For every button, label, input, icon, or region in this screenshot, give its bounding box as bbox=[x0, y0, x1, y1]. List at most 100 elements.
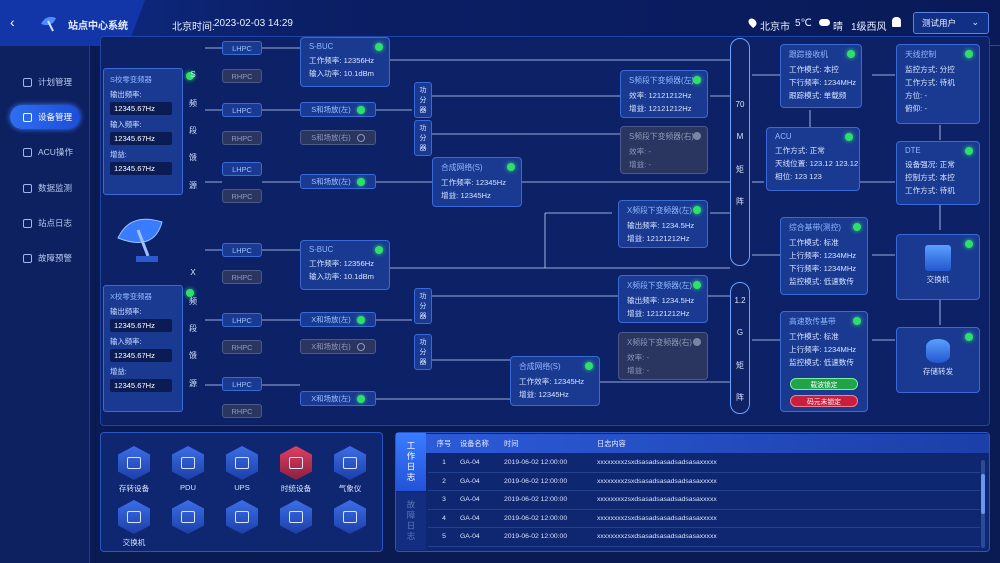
splitter-box[interactable]: 功分器 bbox=[414, 334, 432, 370]
user-dropdown[interactable]: 测试用户 ⌄ bbox=[913, 12, 989, 34]
s-amp-right[interactable]: S和场放(右) bbox=[300, 130, 376, 145]
card-title: X频段下变频器(左) bbox=[627, 281, 692, 290]
device-tile[interactable]: PDU bbox=[164, 446, 212, 492]
wind: 1级西风 bbox=[851, 22, 887, 33]
sidebar-item-1[interactable]: 设备管理 bbox=[10, 105, 80, 129]
device-icon bbox=[23, 112, 32, 122]
splitter-box[interactable]: 功分器 bbox=[414, 82, 432, 118]
x-buc-card[interactable]: S-BUC 工作频率: 12356Hz 输入功率: 10.1dBm bbox=[300, 240, 390, 290]
s-combine-card[interactable]: 合成网络(S) 工作频率: 12345Hz 增益: 12345Hz bbox=[432, 157, 522, 207]
value: 123.12 123.12 bbox=[809, 159, 859, 168]
status-dot bbox=[965, 240, 973, 248]
sidebar-item-5[interactable]: 故障预警 bbox=[10, 246, 80, 270]
log-scrollbar-thumb[interactable] bbox=[981, 474, 985, 514]
matrix-1-2g[interactable] bbox=[730, 282, 750, 414]
storage-label: 存储转发 bbox=[922, 367, 954, 376]
lhpc-box[interactable]: LHPC bbox=[222, 41, 262, 55]
value: - bbox=[924, 104, 927, 113]
label: 上行频率: bbox=[789, 345, 822, 354]
x-amp-left[interactable]: X和场放(左) bbox=[300, 312, 376, 327]
status-dot bbox=[845, 133, 853, 141]
device-tile[interactable] bbox=[218, 500, 266, 537]
device-tile[interactable]: 交换机 bbox=[110, 500, 158, 548]
rhpc-box[interactable]: RHPC bbox=[222, 404, 262, 418]
value: 本控 bbox=[939, 173, 955, 182]
value: 1234MHz bbox=[823, 251, 857, 260]
x-down-right-card[interactable]: X频段下变频器(右) 效率: - 增益: - bbox=[618, 332, 708, 380]
status-dot bbox=[356, 133, 365, 142]
storage-card[interactable]: 存储转发 bbox=[896, 327, 980, 393]
device-tile[interactable]: UPS bbox=[218, 446, 266, 492]
card-title: DTE bbox=[905, 146, 921, 155]
rhpc-box[interactable]: RHPC bbox=[222, 340, 262, 354]
antenna-control-card[interactable]: 天线控制 监控方式: 分控 工作方式: 待机 方位: - 俯仰: - bbox=[896, 44, 980, 124]
s-amp-left[interactable]: S和场放(左) bbox=[300, 102, 376, 117]
feed-char: 馈 bbox=[189, 153, 197, 162]
back-icon[interactable]: ‹ bbox=[10, 14, 15, 30]
bell-icon[interactable] bbox=[892, 17, 901, 27]
table-cell: 2019-06-02 12:00:00 bbox=[504, 459, 568, 467]
dte-card[interactable]: DTE 设备强况: 正常 控制方式: 本控 工作方式: 待机 bbox=[896, 141, 980, 205]
lhpc-box[interactable]: LHPC bbox=[222, 377, 262, 391]
label: 工作模式: bbox=[789, 238, 822, 247]
x-amp-right[interactable]: X和场放(右) bbox=[300, 339, 376, 354]
combo-baseband-card[interactable]: 综合基带(测控) 工作模式: 标准 上行频率: 1234MHz 下行频率: 12… bbox=[780, 217, 868, 295]
device-tile[interactable]: 时统设备 bbox=[272, 446, 320, 494]
feed-char: 段 bbox=[189, 126, 197, 135]
matrix-char: 矩 bbox=[736, 361, 744, 370]
device-tile[interactable] bbox=[164, 500, 212, 537]
x-cal-label-1: 输出频率: bbox=[110, 307, 142, 316]
lhpc-box[interactable]: LHPC bbox=[222, 162, 262, 176]
x-combine-card[interactable]: 合成网络(S) 工作效率: 12345Hz 增益: 12345Hz bbox=[510, 356, 600, 406]
s-down-left-card[interactable]: S频段下变频器(左) 效率: 12121212Hz 增益: 12121212Hz bbox=[620, 70, 708, 118]
s-down-right-card[interactable]: S频段下变频器(右) 效率: - 增益: - bbox=[620, 126, 708, 174]
label: 天线位置: bbox=[775, 159, 808, 168]
device-tile[interactable] bbox=[272, 500, 320, 537]
rhpc-box[interactable]: RHPC bbox=[222, 270, 262, 284]
s-buc-card[interactable]: S-BUC 工作频率: 12356Hz 输入功率: 10.1dBm bbox=[300, 37, 390, 87]
table-cell: 2019-06-02 12:00:00 bbox=[504, 477, 568, 485]
label: 下行频率: bbox=[789, 264, 822, 273]
sidebar bbox=[0, 46, 90, 563]
x-down-left-card-2[interactable]: X频段下变频器(左) 输出频率: 1234.5Hz 增益: 12121212Hz bbox=[618, 275, 708, 323]
table-cell: GA-04 bbox=[460, 514, 480, 522]
tracking-receiver-card[interactable]: 跟踪接收机 工作模式: 本控 下行频率: 1234MHz 跟踪模式: 单载频 bbox=[780, 44, 862, 108]
feed-char: 段 bbox=[189, 324, 197, 333]
device-tile[interactable]: 存转设备 bbox=[110, 446, 158, 494]
rhpc-box[interactable]: RHPC bbox=[222, 69, 262, 83]
sidebar-item-4[interactable]: 站点日志 bbox=[10, 211, 80, 235]
sidebar-item-3[interactable]: 数据监测 bbox=[10, 176, 80, 200]
rhpc-box[interactable]: RHPC bbox=[222, 189, 262, 203]
status-dot bbox=[356, 315, 365, 324]
device-tile[interactable]: 气象仪 bbox=[326, 446, 374, 494]
lhpc-box[interactable]: LHPC bbox=[222, 103, 262, 117]
x-down-left-card[interactable]: X频段下变频器(左) 输出频率: 1234.5Hz 增益: 12121212Hz bbox=[618, 200, 708, 248]
char: 分 bbox=[419, 349, 427, 356]
sidebar-item-2[interactable]: ACU操作 bbox=[10, 140, 80, 164]
lhpc-box[interactable]: LHPC bbox=[222, 313, 262, 327]
label: 工作频率: bbox=[309, 259, 342, 268]
x-amp-left-2[interactable]: X和场放(左) bbox=[300, 391, 376, 406]
value: 标准 bbox=[823, 238, 839, 247]
device-tile[interactable] bbox=[326, 500, 374, 537]
label: 工作方式: bbox=[905, 186, 938, 195]
s-amp-left-2[interactable]: S和场放(左) bbox=[300, 174, 376, 189]
label: S和场放(左) bbox=[311, 177, 351, 186]
switch-card[interactable]: 交换机 bbox=[896, 234, 980, 300]
acu-card[interactable]: ACU 工作方式: 正常 天线位置: 123.12 123.12 相位: 123… bbox=[766, 127, 860, 191]
label: 增益: bbox=[627, 234, 645, 243]
sidebar-item-0[interactable]: 计划管理 bbox=[10, 70, 80, 94]
matrix-70m[interactable] bbox=[730, 38, 750, 266]
tab-work-log[interactable]: 工作日志 bbox=[396, 433, 426, 491]
lhpc-box[interactable]: LHPC bbox=[222, 243, 262, 257]
splitter-box[interactable]: 功分器 bbox=[414, 288, 432, 324]
splitter-box[interactable]: 功分器 bbox=[414, 120, 432, 156]
tab-fault-log[interactable]: 故障日志 bbox=[396, 492, 426, 550]
rhpc-box[interactable]: RHPC bbox=[222, 131, 262, 145]
